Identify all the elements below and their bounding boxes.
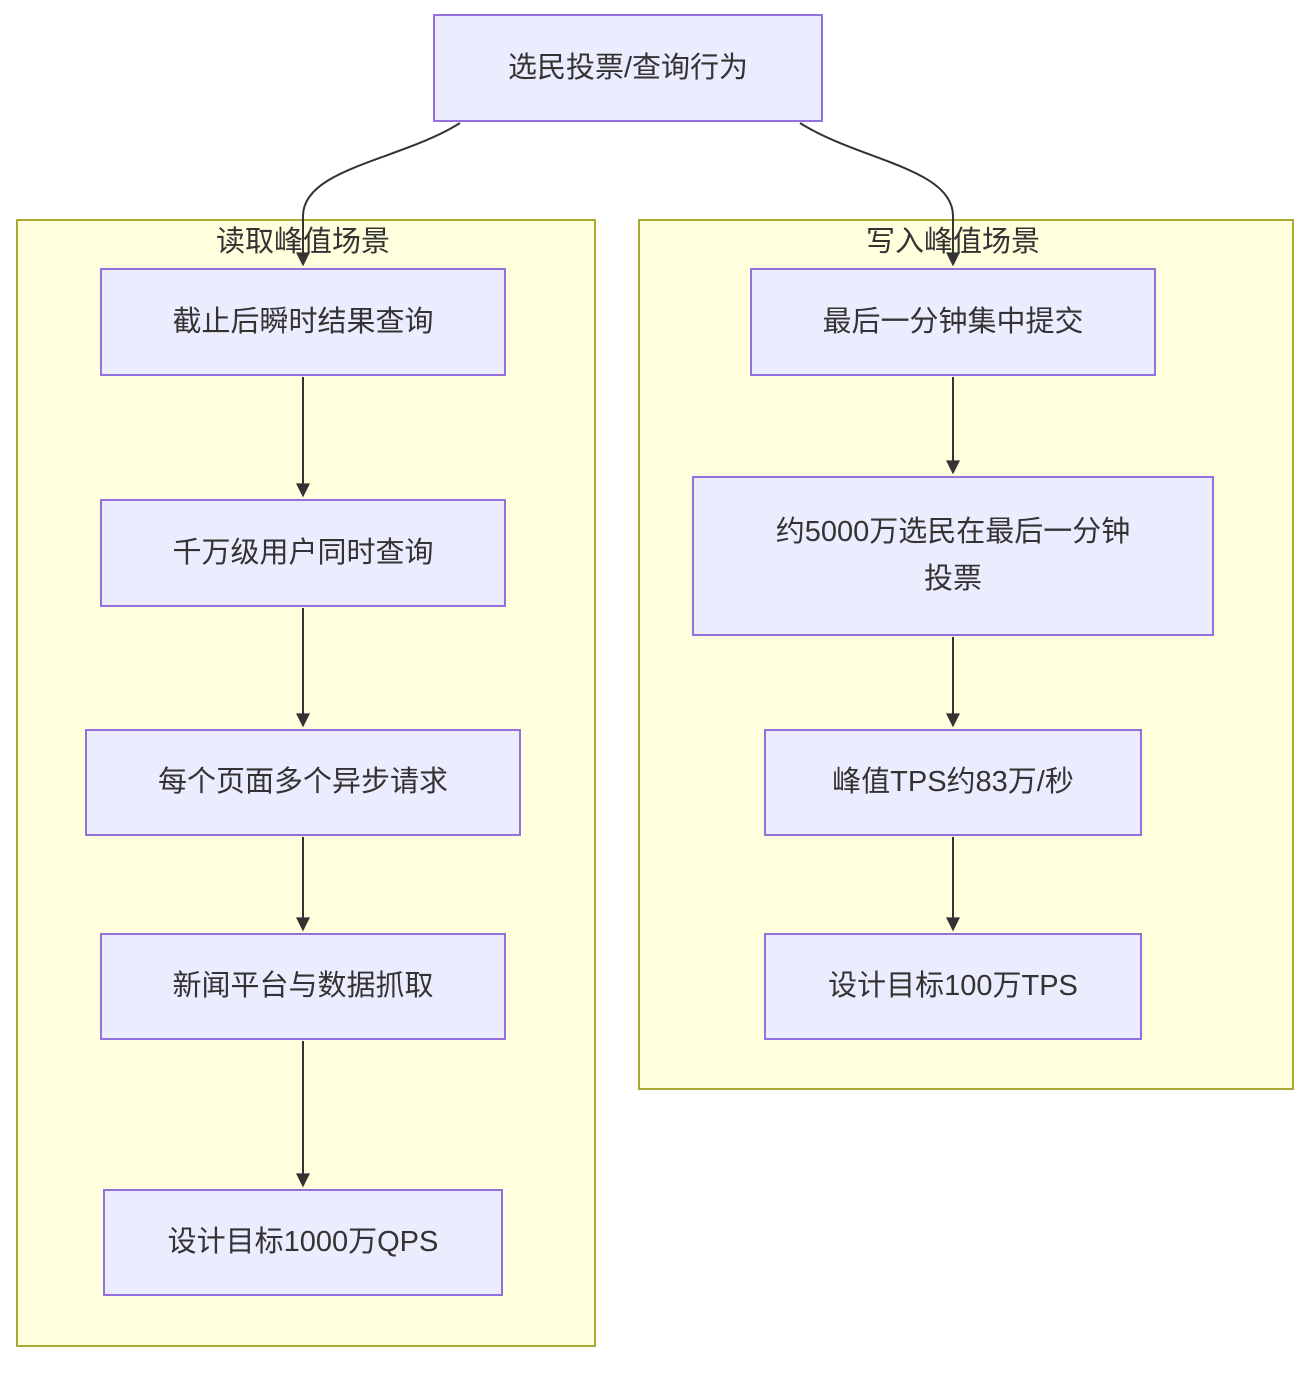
node-news-platform-and-data-scraping: 新闻平台与数据抓取: [100, 933, 506, 1040]
node-label: 选民投票/查询行为: [507, 51, 749, 84]
node-label: 截止后瞬时结果查询: [172, 305, 434, 338]
node-last-minute-concentrated-submission: 最后一分钟集中提交: [750, 268, 1156, 376]
node-label: 约5000万选民在最后一分钟 投票: [775, 516, 1131, 595]
node-label: 最后一分钟集中提交: [822, 305, 1084, 338]
node-design-target-1m-tps: 设计目标100万TPS: [764, 933, 1142, 1040]
node-tens-of-millions-users-concurrent-query: 千万级用户同时查询: [100, 499, 506, 607]
node-multiple-async-requests-per-page: 每个页面多个异步请求: [85, 729, 521, 836]
node-instant-result-query-after-deadline: 截止后瞬时结果查询: [100, 268, 506, 376]
node-design-target-10m-qps: 设计目标1000万QPS: [103, 1189, 503, 1296]
node-50m-voters-vote-in-last-minute: 约5000万选民在最后一分钟 投票: [692, 476, 1214, 636]
node-label: 新闻平台与数据抓取: [172, 970, 434, 1003]
cluster-title-read-peak: 读取峰值场景: [215, 226, 390, 258]
node-label: 峰值TPS约83万/秒: [832, 766, 1074, 799]
node-label: 设计目标100万TPS: [828, 970, 1078, 1003]
node-peak-tps-830k-per-second: 峰值TPS约83万/秒: [764, 729, 1142, 836]
node-label: 千万级用户同时查询: [172, 536, 434, 569]
node-label: 每个页面多个异步请求: [157, 766, 448, 799]
node-voter-vote-query-behavior: 选民投票/查询行为: [433, 14, 823, 122]
node-label: 设计目标1000万QPS: [167, 1226, 439, 1259]
cluster-title-write-peak: 写入峰值场景: [865, 226, 1040, 258]
